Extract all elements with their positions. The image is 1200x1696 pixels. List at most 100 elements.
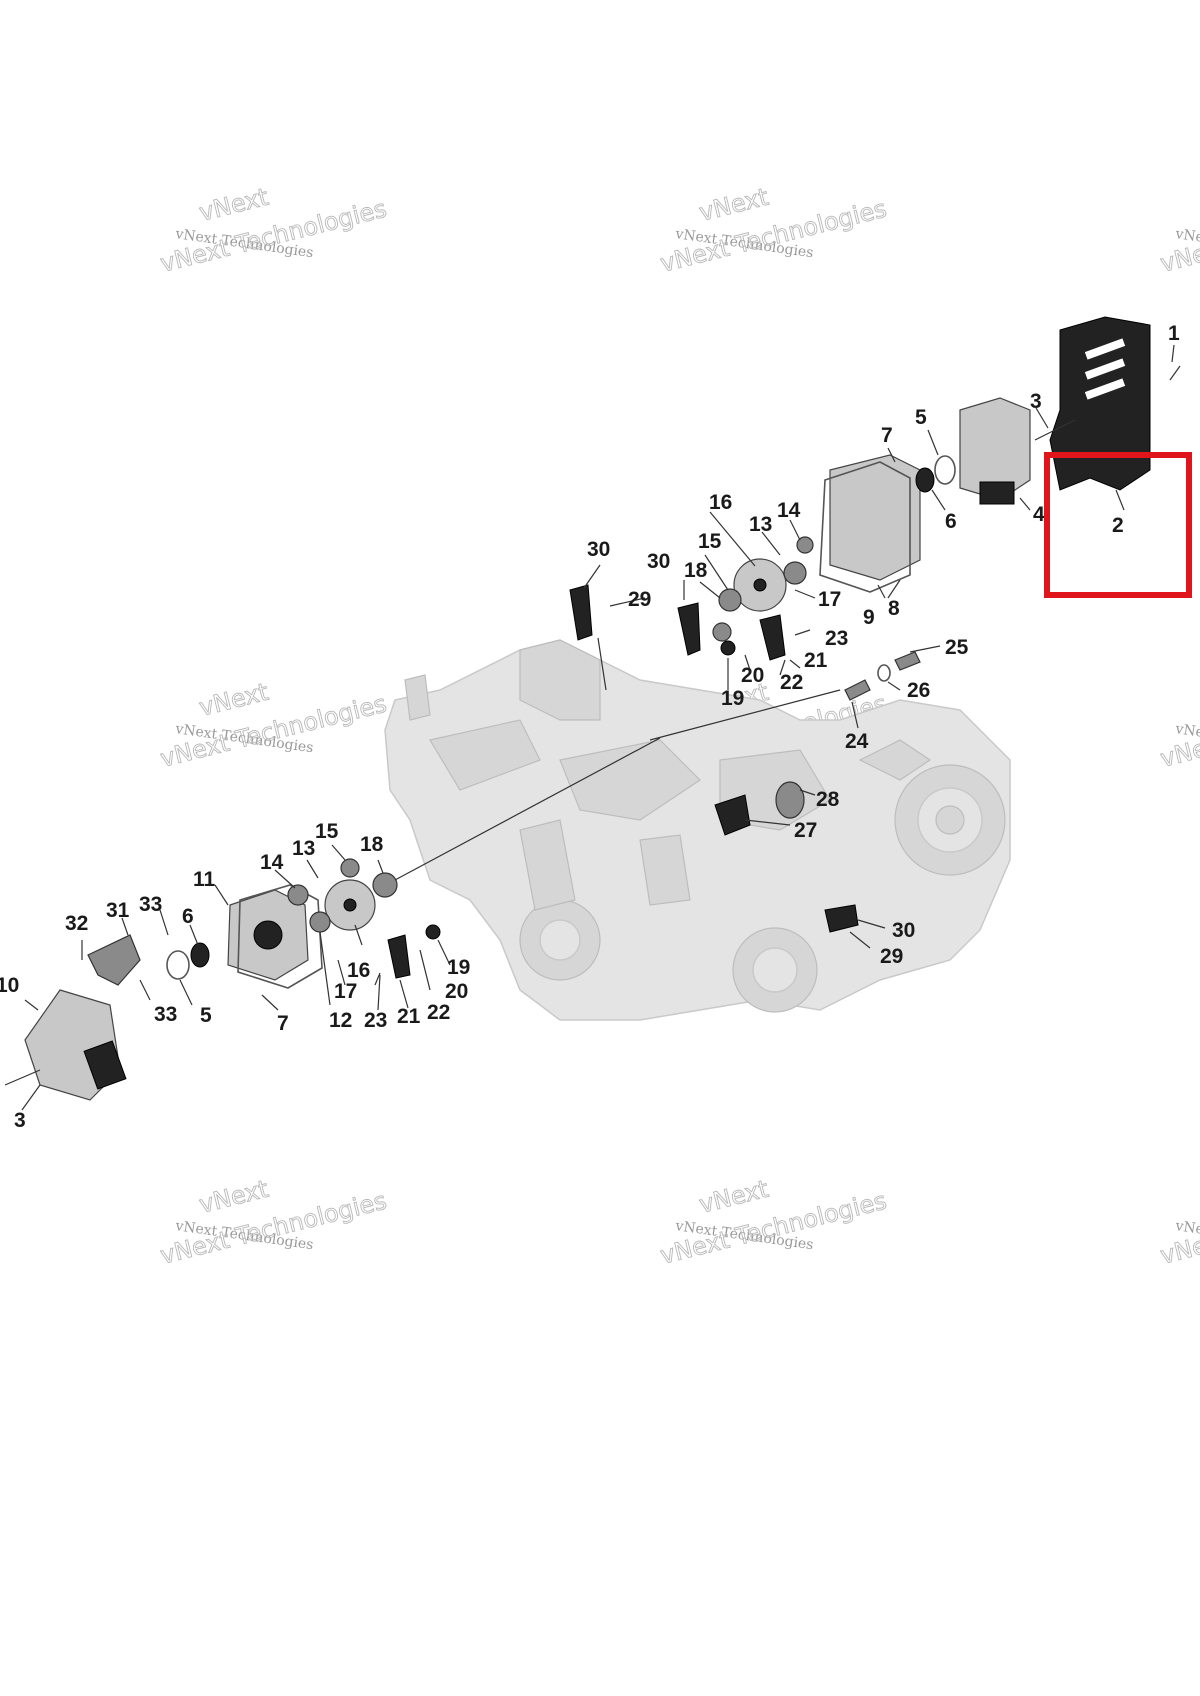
watermark-ghost: vNext [696,1175,771,1219]
callout-33[interactable]: 33 [139,893,162,916]
callout-17[interactable]: 17 [334,980,357,1003]
sensor-part [759,614,786,661]
watermark-ghost: vNext [196,1175,271,1219]
callout-20[interactable]: 20 [445,980,468,1003]
gasket-part [819,461,911,593]
callout-10[interactable]: 10 [0,974,19,997]
callout-30[interactable]: 30 [892,919,915,942]
o-ring-part [934,455,956,485]
bearing-part [796,536,814,554]
watermark-ghost: vNext [196,183,271,227]
callout-21[interactable]: 21 [397,1005,421,1028]
callout-22[interactable]: 22 [780,671,803,694]
callout-19[interactable]: 19 [447,956,470,979]
callout-21[interactable]: 21 [804,649,828,672]
callout-5[interactable]: 5 [200,1004,212,1027]
callout-17[interactable]: 17 [818,588,841,611]
bearing-part [309,911,331,933]
leader-lines [21,344,1175,1111]
callout-13[interactable]: 13 [749,513,772,536]
callout-12[interactable]: 12 [329,1009,352,1032]
bearing-part [340,858,360,878]
watermark-ghost: vNext [196,678,271,722]
callout-3[interactable]: 3 [1030,390,1042,413]
callout-14[interactable]: 14 [777,499,801,522]
temp-sensor-part [894,651,921,671]
shield-slot [1084,358,1126,380]
callout-31[interactable]: 31 [106,899,130,922]
callout-15[interactable]: 15 [315,820,339,843]
heat-shield-part [1049,316,1151,491]
temp-sensor-part [844,679,871,701]
callout-23[interactable]: 23 [825,627,848,650]
callout-7[interactable]: 7 [881,424,893,447]
callout-29[interactable]: 29 [628,588,651,611]
sensor-part [569,584,593,641]
callout-11[interactable]: 11 [193,868,216,891]
callout-20[interactable]: 20 [741,664,764,687]
gasket-part [237,884,323,989]
callout-30[interactable]: 30 [587,538,610,561]
callout-2[interactable]: 2 [1112,514,1124,537]
callout-6[interactable]: 6 [945,510,957,533]
upper-assembly [569,316,1181,933]
o-ring-part [166,950,190,980]
callout-33[interactable]: 33 [154,1003,177,1026]
callout-26[interactable]: 26 [907,679,930,702]
callout-24[interactable]: 24 [845,730,869,753]
watermark: vNext vNext Technologies vNext Technolog… [657,1174,890,1270]
callout-23[interactable]: 23 [364,1009,387,1032]
callout-18[interactable]: 18 [360,833,384,856]
watermark: vNext vNext Technologies vNext Technolog… [157,182,390,278]
lower-assembly [4,858,441,1101]
bearing-part [718,588,742,612]
callout-labels: 1 2 3 4 5 6 7 8 9 16 13 14 15 18 17 30 3… [0,322,1180,1132]
callout-9[interactable]: 9 [863,606,875,629]
module-connector [979,481,1015,505]
callout-22[interactable]: 22 [427,1001,450,1024]
callout-30[interactable]: 30 [647,550,670,573]
bearing-part [783,561,807,585]
gear-hub [753,578,767,592]
washer-part [425,924,441,940]
callout-3[interactable]: 3 [14,1109,26,1132]
callout-15[interactable]: 15 [698,530,722,553]
callout-25[interactable]: 25 [945,636,969,659]
watermark: vNext vNext Technologies vNext Technolog… [657,182,890,278]
washer-part [720,640,736,656]
callout-28[interactable]: 28 [816,788,840,811]
callout-4[interactable]: 4 [1033,503,1045,526]
sensor-disc-part [775,781,805,819]
seal-part [190,942,210,968]
callout-6[interactable]: 6 [182,905,194,928]
callout-7[interactable]: 7 [277,1012,289,1035]
callout-19[interactable]: 19 [721,687,744,710]
callout-32[interactable]: 32 [65,912,88,935]
bearing-part [287,884,309,906]
callout-1[interactable]: 1 [1168,322,1180,345]
watermark: vNext Technologies vNext Technologies [1157,194,1200,278]
sensor-part [824,904,859,933]
callout-16[interactable]: 16 [347,959,370,982]
callout-27[interactable]: 27 [794,819,817,842]
highlight-box [1044,452,1192,598]
sensor-part [677,602,701,656]
cover-port [253,920,283,950]
watermark: vNext vNext Technologies vNext Technolog… [157,677,390,773]
callout-8[interactable]: 8 [888,597,900,620]
gear-hub [343,898,357,912]
watermark-ghost: vNext [696,183,771,227]
housing-cover-part [829,454,921,581]
callout-14[interactable]: 14 [260,851,284,874]
callout-16[interactable]: 16 [709,491,732,514]
callout-13[interactable]: 13 [292,837,315,860]
callout-29[interactable]: 29 [880,945,903,968]
module-connector [83,1040,127,1090]
watermark: vNext Technologies vNext Technologies [1157,689,1200,773]
callout-18[interactable]: 18 [684,559,708,582]
shield-slot [1084,338,1126,360]
callout-5[interactable]: 5 [915,406,927,429]
bolt-part [1034,419,1076,441]
o-ring-part [877,664,891,682]
